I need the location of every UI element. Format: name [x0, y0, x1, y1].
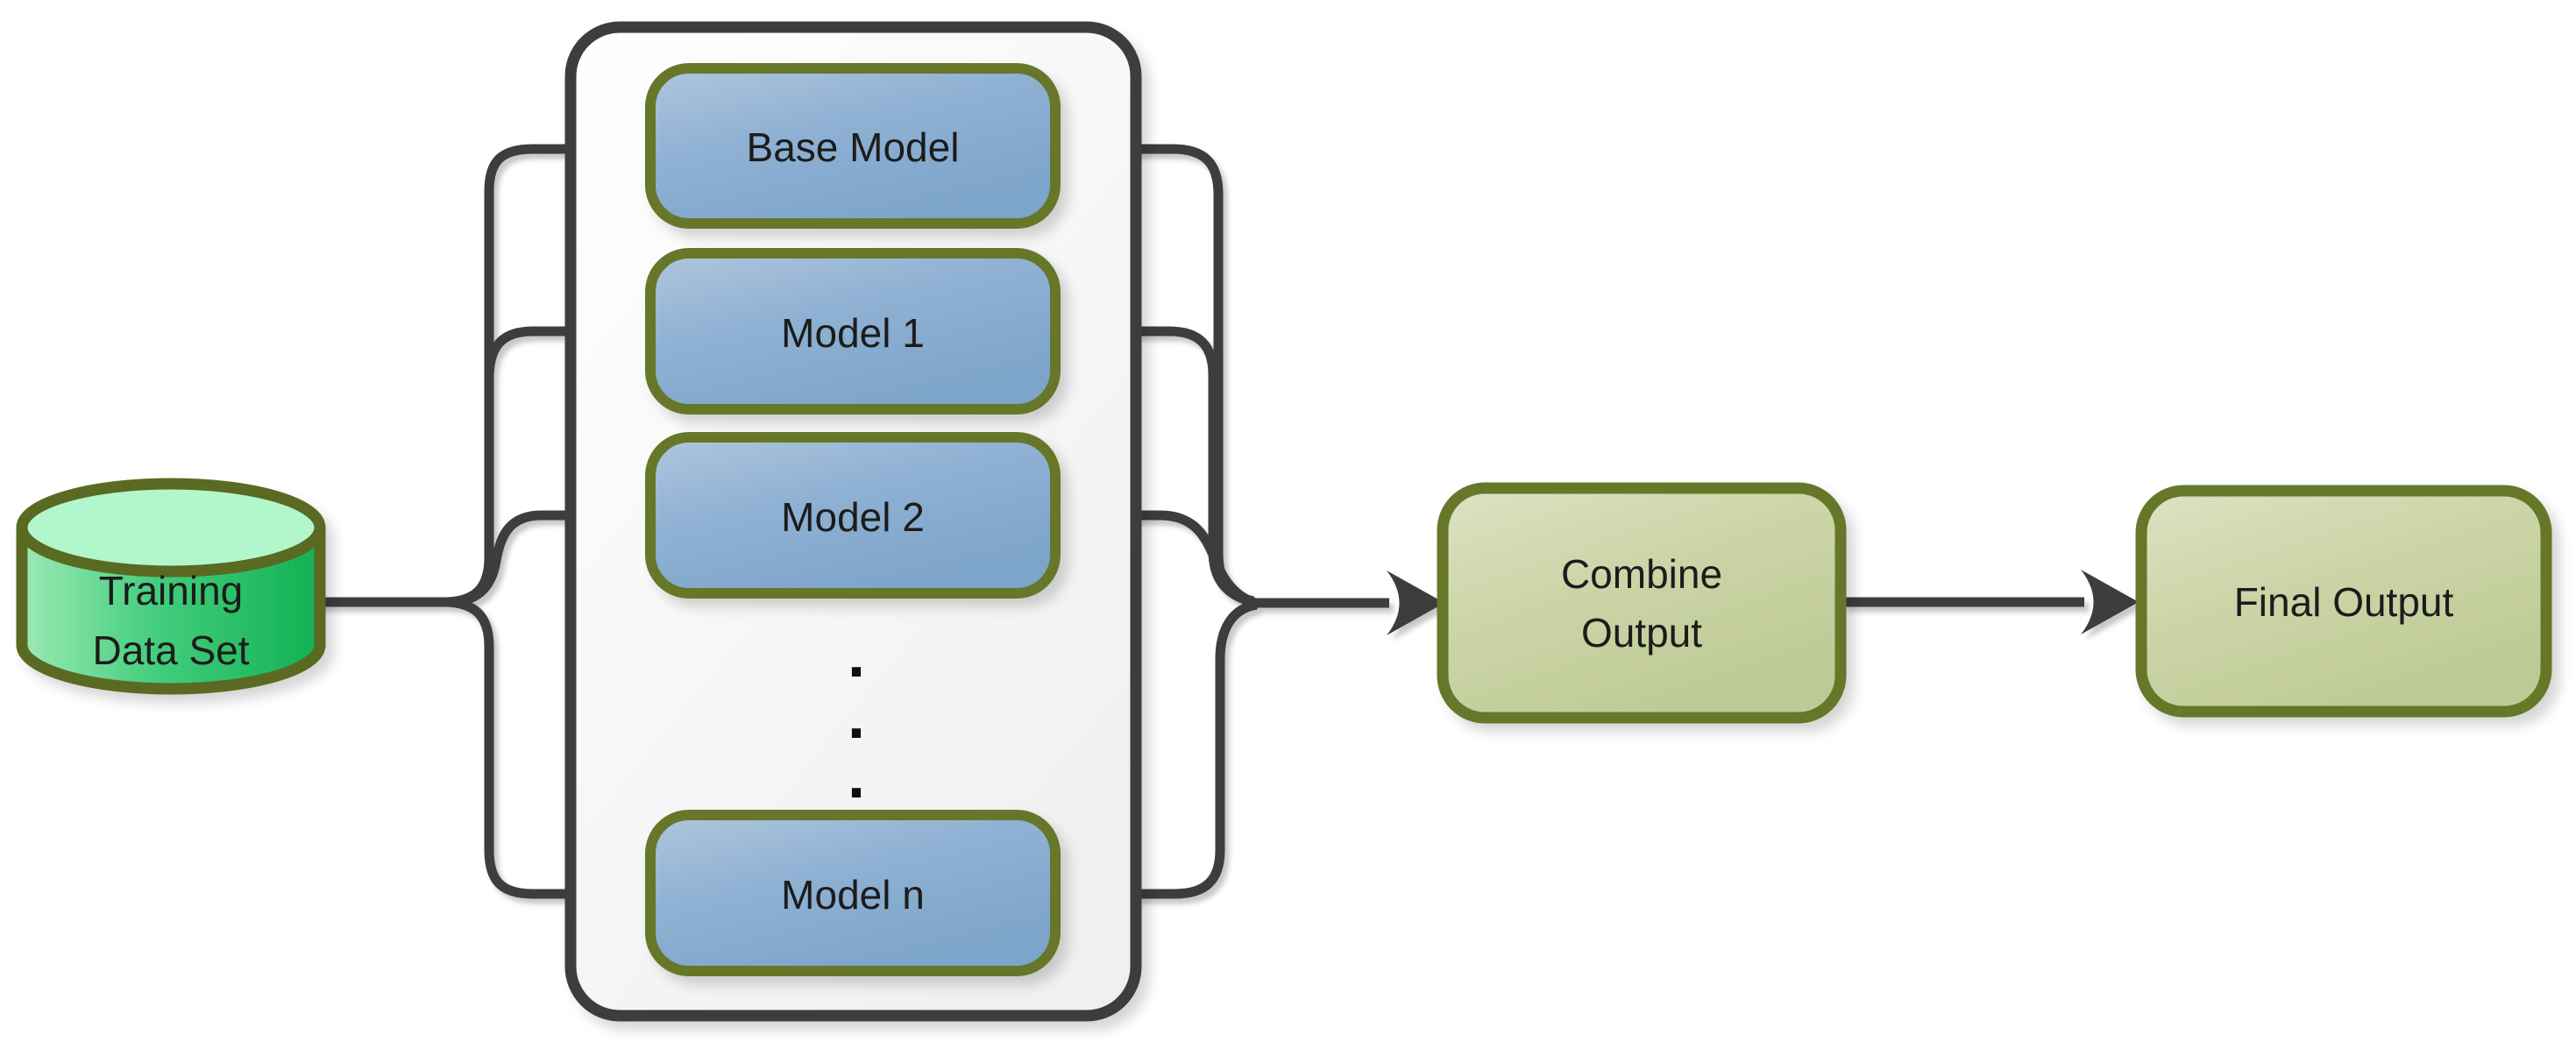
combine-output-label-line1: Combine: [1561, 551, 1722, 597]
connector-to-model-n: [443, 597, 596, 899]
model-1-box: [645, 248, 1061, 415]
vertical-ellipsis-dot-1: .: [848, 620, 865, 691]
model-boxes: [645, 63, 1061, 976]
final-output-label: Final Output: [2234, 579, 2454, 625]
cylinder-top: [16, 478, 326, 578]
combine-output-label-line2: Output: [1581, 610, 1702, 656]
combine-output-box: [1437, 482, 1847, 724]
model-n-label: Model n: [781, 872, 925, 918]
model-2-box: [645, 432, 1061, 599]
training-data-cylinder: [16, 478, 326, 695]
model-1-label: Model 1: [781, 310, 925, 356]
training-data-label-line2: Data Set: [93, 627, 250, 673]
output-boxes: [1437, 482, 2552, 724]
final-output-box: [2135, 485, 2552, 718]
arrowhead-into-final-output: [2081, 570, 2139, 634]
base-model-box: [645, 63, 1061, 229]
arrowhead-into-combine-output: [1387, 571, 1444, 635]
base-model-label: Base Model: [747, 124, 960, 170]
connector-to-model-1: [484, 326, 596, 379]
training-data-label-line1: Training: [99, 568, 243, 613]
model-2-label: Model 2: [781, 494, 925, 540]
vertical-ellipsis-dot-2: .: [848, 682, 865, 752]
model-n-box: [645, 810, 1061, 976]
connector-to-model-2: [448, 510, 596, 607]
connector-from-model-2: [1057, 510, 1257, 608]
vertical-ellipsis-dot-3: .: [848, 741, 865, 812]
diagram-labels: Training Data Set Base Model Model 1 Mod…: [93, 124, 2454, 918]
connector-from-model-n: [1057, 599, 1259, 899]
